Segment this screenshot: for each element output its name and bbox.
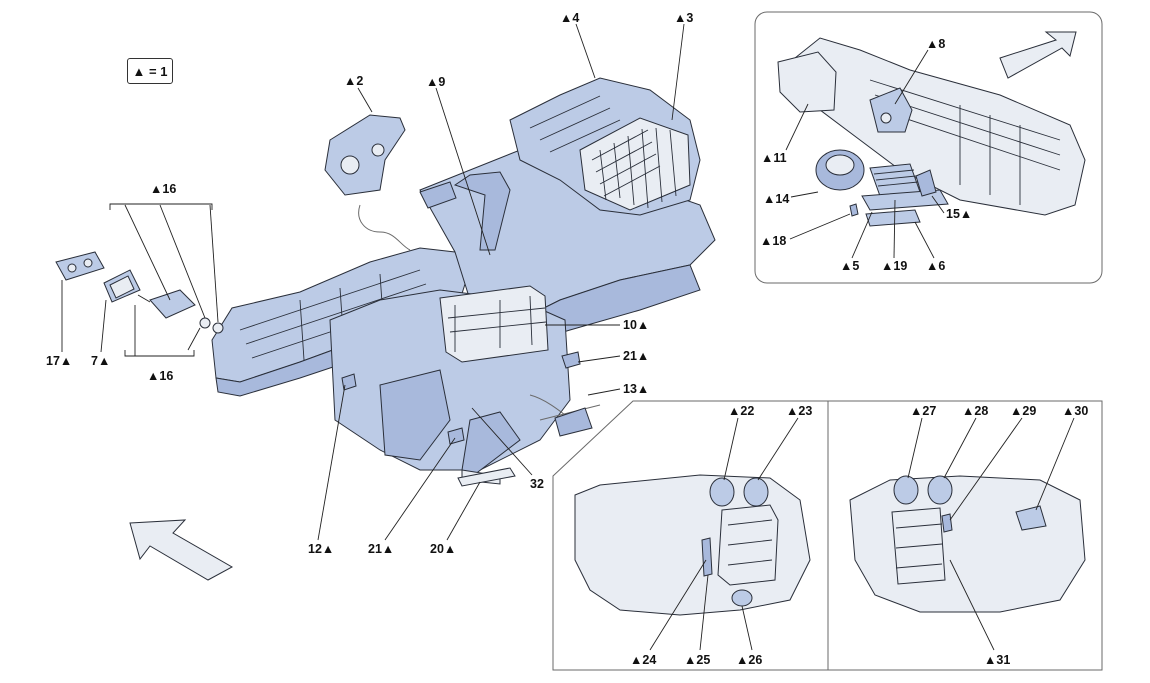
callout-10: 10▲ (623, 318, 649, 332)
callout-19: ▲19 (881, 259, 907, 273)
callout-5: ▲5 (840, 259, 859, 273)
callout-25: ▲25 (684, 653, 710, 667)
main-hvac-assembly (55, 77, 716, 487)
inset-actuators-panel (552, 400, 1103, 671)
callout-20: 20▲ (430, 542, 456, 556)
callout-24: ▲24 (630, 653, 656, 667)
callout-27: ▲27 (910, 404, 936, 418)
callout-22: ▲22 (728, 404, 754, 418)
callout-30: ▲30 (1062, 404, 1088, 418)
callout-28: ▲28 (962, 404, 988, 418)
callout-labels: ▲2 ▲4 ▲3 ▲9 ▲16 17▲ 7▲ ▲16 10▲ 21▲ 13▲ 3… (46, 11, 1088, 667)
callout-15: 15▲ (946, 207, 972, 221)
callout-4: ▲4 (560, 11, 579, 25)
direction-arrow-icon (129, 519, 234, 581)
callout-32: 32 (530, 477, 544, 491)
callout-14: ▲14 (763, 192, 789, 206)
callout-9: ▲9 (426, 75, 445, 89)
callout-6: ▲6 (926, 259, 945, 273)
callout-3: ▲3 (674, 11, 693, 25)
main-leader-lines (61, 23, 685, 541)
callout-2: ▲2 (344, 74, 363, 88)
callout-12: 12▲ (308, 542, 334, 556)
quantity-legend: ▲ = 1 (127, 58, 173, 84)
callout-21-lower: 21▲ (368, 542, 394, 556)
callout-31: ▲31 (984, 653, 1010, 667)
legend-text: ▲ = 1 (132, 63, 168, 79)
inset-blower-panel (754, 11, 1103, 284)
callout-18: ▲18 (760, 234, 786, 248)
callout-16-top: ▲16 (150, 182, 176, 196)
callout-23: ▲23 (786, 404, 812, 418)
callout-8: ▲8 (926, 37, 945, 51)
callout-29: ▲29 (1010, 404, 1036, 418)
callout-21-upper: 21▲ (623, 349, 649, 363)
callout-13: 13▲ (623, 382, 649, 396)
callout-17: 17▲ (46, 354, 72, 368)
callout-7: 7▲ (91, 354, 110, 368)
callout-11: ▲11 (761, 151, 787, 165)
callout-26: ▲26 (736, 653, 762, 667)
callout-16-bottom: ▲16 (147, 369, 173, 383)
